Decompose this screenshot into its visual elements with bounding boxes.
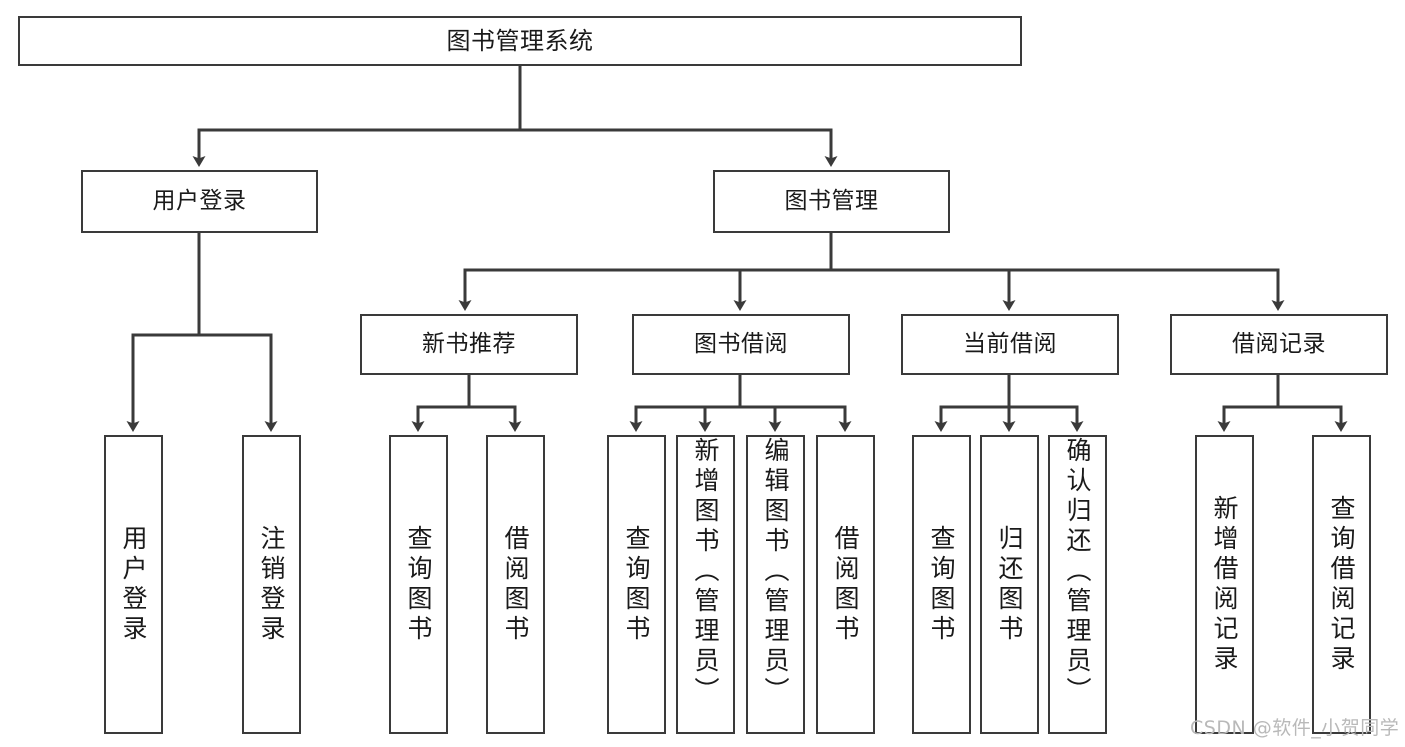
node-leaf-confirm-return-label: 确认归还（管理员）: [1063, 437, 1092, 707]
node-leaf-confirm-return[interactable]: 确认归还（管理员）: [1048, 435, 1107, 734]
node-leaf-query-record[interactable]: 查询借阅记录: [1312, 435, 1371, 734]
node-leaf-borrow-book-1[interactable]: 借阅图书: [486, 435, 545, 734]
node-leaf-user-logout[interactable]: 注销登录: [242, 435, 301, 734]
node-leaf-query-book-1-label: 查询图书: [404, 524, 433, 645]
node-book-management-label: 图书管理: [784, 187, 879, 214]
node-leaf-add-record[interactable]: 新增借阅记录: [1195, 435, 1254, 734]
node-root-label: 图书管理系统: [446, 26, 594, 55]
node-leaf-user-logout-label: 注销登录: [257, 524, 286, 645]
csdn-watermark: CSDN @软件_小贺同学: [1190, 717, 1400, 739]
node-book-management[interactable]: 图书管理: [713, 170, 950, 233]
node-book-borrow[interactable]: 图书借阅: [632, 314, 850, 375]
node-leaf-user-login[interactable]: 用户登录: [104, 435, 163, 734]
node-new-book-recommend[interactable]: 新书推荐: [360, 314, 578, 375]
node-leaf-query-book-3-label: 查询图书: [927, 524, 956, 645]
node-leaf-query-book-1[interactable]: 查询图书: [389, 435, 448, 734]
node-user-login[interactable]: 用户登录: [81, 170, 318, 233]
node-leaf-add-book[interactable]: 新增图书（管理员）: [676, 435, 735, 734]
node-leaf-return-book[interactable]: 归还图书: [980, 435, 1039, 734]
node-leaf-borrow-book-2[interactable]: 借阅图书: [816, 435, 875, 734]
node-leaf-query-record-label: 查询借阅记录: [1327, 494, 1356, 675]
node-leaf-query-book-2[interactable]: 查询图书: [607, 435, 666, 734]
node-leaf-edit-book[interactable]: 编辑图书（管理员）: [746, 435, 805, 734]
node-leaf-return-book-label: 归还图书: [995, 524, 1024, 645]
node-borrow-record[interactable]: 借阅记录: [1170, 314, 1388, 375]
node-current-borrow[interactable]: 当前借阅: [901, 314, 1119, 375]
node-leaf-add-record-label: 新增借阅记录: [1210, 494, 1239, 675]
node-user-login-label: 用户登录: [152, 187, 247, 214]
node-leaf-edit-book-label: 编辑图书（管理员）: [761, 437, 790, 707]
node-leaf-query-book-2-label: 查询图书: [622, 524, 651, 645]
node-borrow-record-label: 借阅记录: [1232, 330, 1326, 357]
node-root[interactable]: 图书管理系统: [18, 16, 1022, 66]
node-leaf-user-login-label: 用户登录: [119, 524, 148, 645]
node-book-borrow-label: 图书借阅: [694, 330, 788, 357]
node-new-book-recommend-label: 新书推荐: [422, 330, 516, 357]
node-current-borrow-label: 当前借阅: [963, 330, 1057, 357]
node-leaf-borrow-book-2-label: 借阅图书: [831, 524, 860, 645]
node-leaf-query-book-3[interactable]: 查询图书: [912, 435, 971, 734]
node-leaf-borrow-book-1-label: 借阅图书: [501, 524, 530, 645]
node-leaf-add-book-label: 新增图书（管理员）: [691, 437, 720, 707]
